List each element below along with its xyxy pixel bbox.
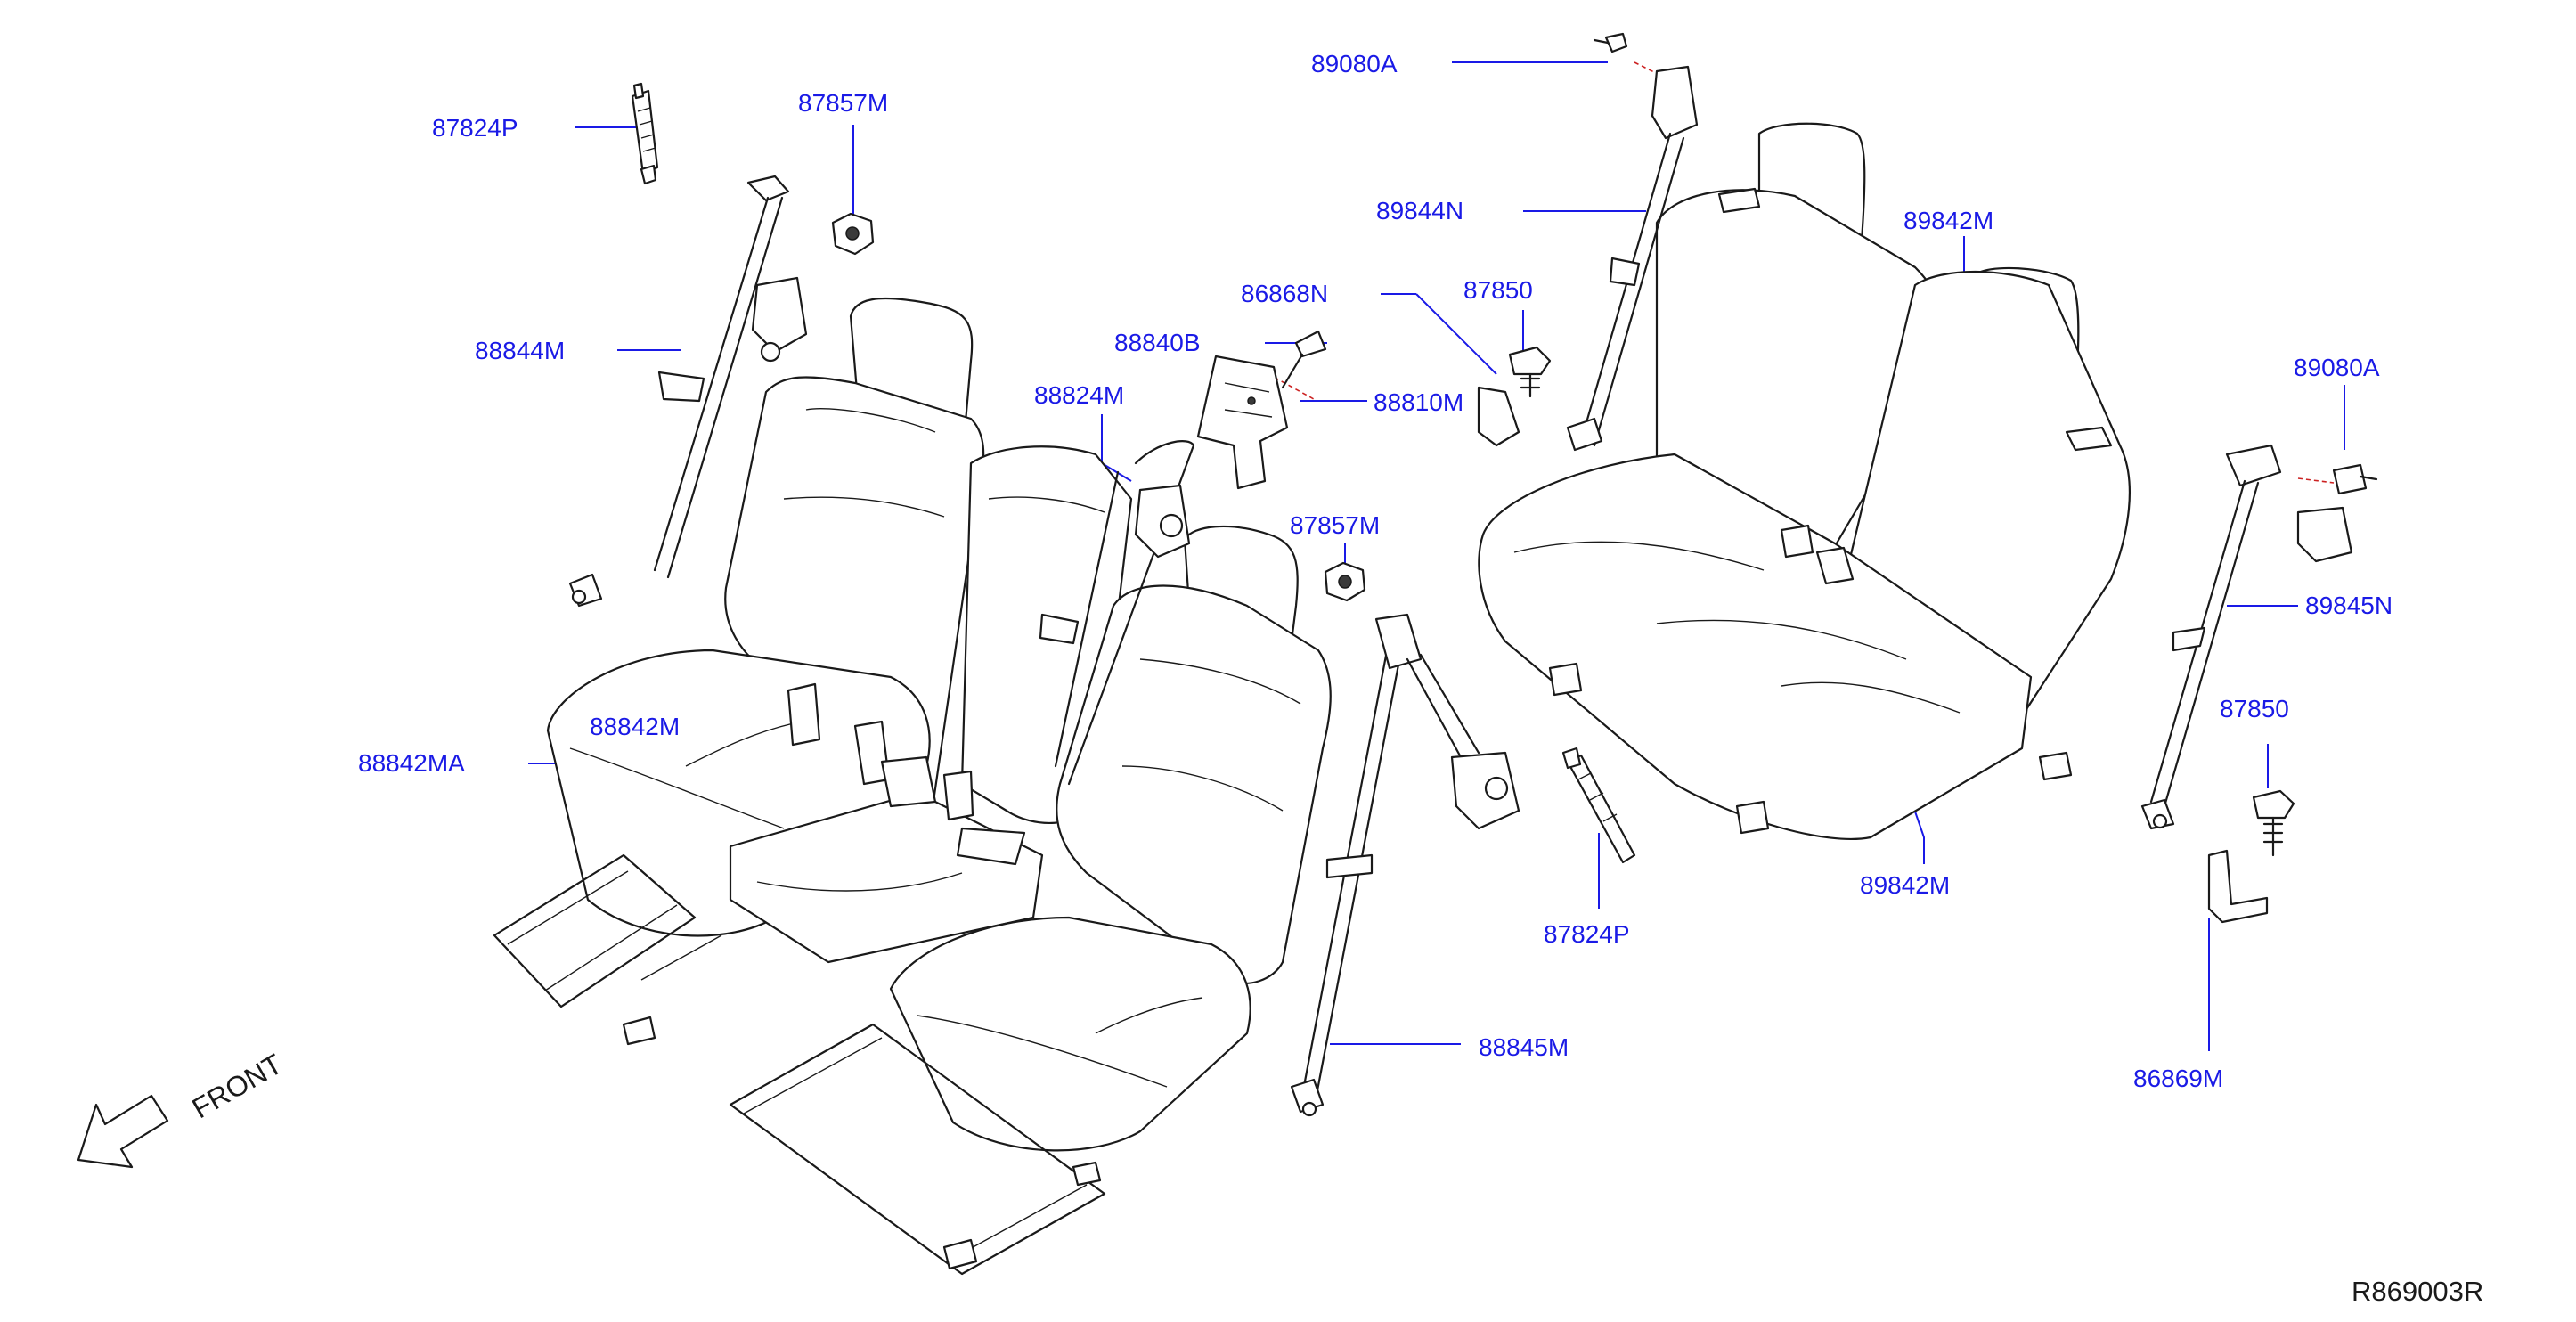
label-87824P-top: 87824P [432,114,518,142]
seat-rear-bench [1478,122,2132,841]
seat-belt-89844N [1566,32,1699,452]
label-88844M: 88844M [475,337,566,364]
label-87824P-center: 87824P [1544,920,1630,948]
front-arrow-icon [77,1094,169,1169]
label-88810M: 88810M [1374,388,1464,416]
label-89844N: 89844N [1376,197,1464,224]
bracket-88840B [1196,355,1289,490]
label-88824M: 88824M [1034,381,1125,409]
label-87857M-top: 87857M [798,89,889,117]
nut-center [1324,561,1366,602]
bolt-86868N [1281,330,1327,389]
label-88840B: 88840B [1114,329,1201,356]
label-88842MA: 88842MA [358,749,465,777]
reference-code: R869003R [2352,1276,2484,1307]
label-86869M: 86869M [2133,1065,2224,1092]
seat-belt-88844M [568,175,808,608]
seat-belt-88845M [1290,613,1520,1117]
label-89845N: 89845N [2305,592,2393,619]
seat-front-left [493,297,985,1046]
nut-top [831,212,875,256]
label-89080A-top: 89080A [1311,50,1398,78]
label-88842M: 88842M [590,713,681,740]
label-87850-center: 87850 [1463,276,1533,304]
bracket-anchor-center [1477,386,1520,447]
height-adjuster-center [1561,747,1636,864]
buckle-89842M [1780,524,1855,585]
label-87857M-center: 87857M [1290,511,1381,539]
seat-front-right [729,525,1332,1276]
bolt-87850-right [2252,789,2295,857]
bracket-86869M [2207,849,2269,924]
label-89842M-top: 89842M [1903,207,1994,234]
seat-belt-89845N [2140,444,2353,830]
seat-belt-88824M [956,440,1195,866]
label-88845M: 88845M [1479,1033,1569,1061]
bolt-87850-center [1508,346,1552,398]
label-89842M-bottom: 89842M [1860,871,1951,899]
bolt-89080A-right [2332,463,2378,495]
label-89080A-right: 89080A [2294,354,2380,381]
buckle-88842M [787,682,974,821]
height-adjuster-left [631,82,659,185]
label-87850-right: 87850 [2220,695,2289,722]
label-86868N: 86868N [1241,280,1329,307]
